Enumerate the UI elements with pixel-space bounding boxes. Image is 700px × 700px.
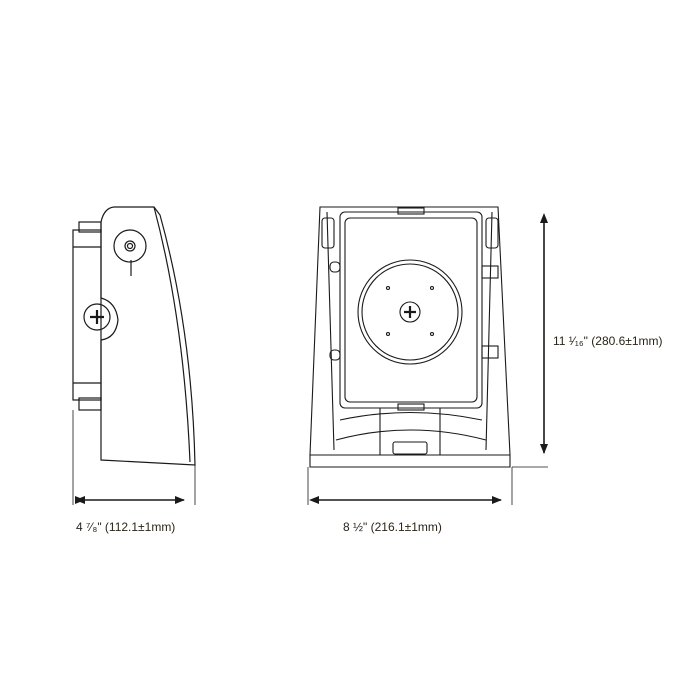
housing-body bbox=[100, 206, 196, 466]
front-view bbox=[307, 206, 548, 505]
junction-ring bbox=[357, 259, 463, 365]
height-label: 11 ¹⁄₁₆" (280.6±1mm) bbox=[553, 334, 663, 348]
width-label: 8 ½" (216.1±1mm) bbox=[343, 520, 442, 534]
depth-label: 4 ⁷⁄₈" (112.1±1mm) bbox=[76, 520, 176, 534]
screw-icon bbox=[399, 301, 421, 323]
mounting-frame bbox=[339, 211, 483, 409]
mounting-plate bbox=[344, 217, 478, 403]
side-view bbox=[72, 206, 196, 505]
screw-icon bbox=[83, 303, 111, 331]
angle-dial bbox=[113, 229, 147, 263]
back-plate bbox=[72, 229, 102, 401]
